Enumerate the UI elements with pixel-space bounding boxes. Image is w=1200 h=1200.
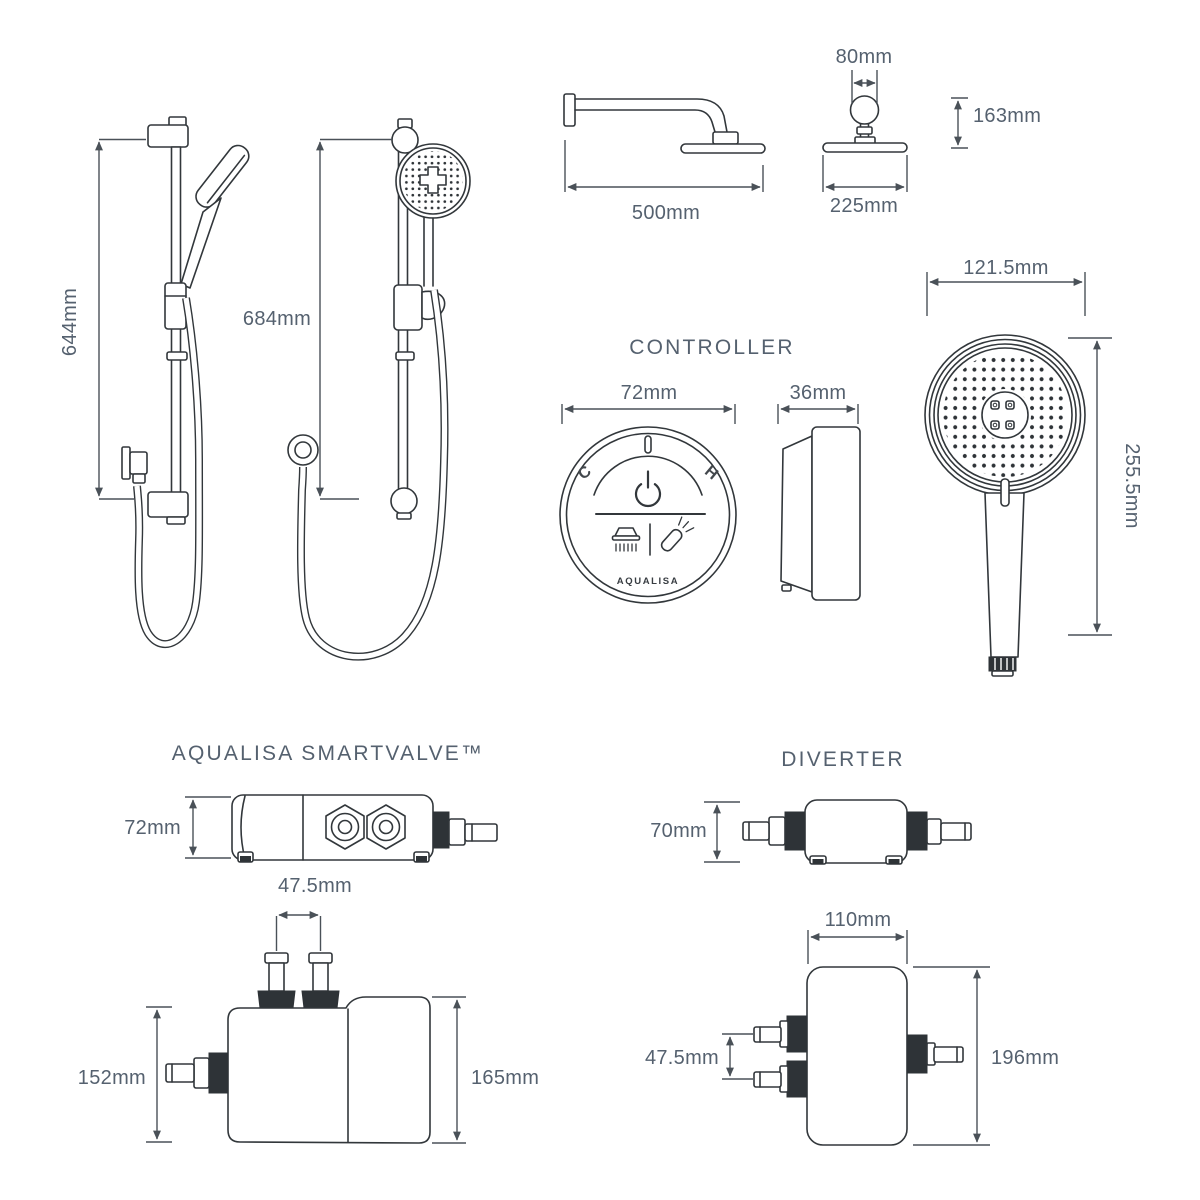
handset-width-label: 121.5mm	[963, 257, 1048, 279]
rail-front-height-label: 644mm	[59, 288, 81, 356]
smartvalve-height-label: 72mm	[124, 817, 181, 839]
controller-width-label: 72mm	[621, 382, 678, 404]
dim-overhead-arm-length: 500mm	[564, 140, 764, 224]
dim-handset-width: 121.5mm	[926, 257, 1086, 316]
hose	[296, 289, 449, 661]
dim-overhead-head-width: 225mm	[822, 155, 908, 217]
spray-nozzles	[990, 400, 1015, 430]
overhead-drop-height-label: 163mm	[973, 105, 1041, 127]
handset-head-front	[395, 143, 471, 287]
dim-handset-length: 255.5mm	[1068, 337, 1143, 636]
handset-view	[924, 334, 1086, 677]
dim-diverter-overall-height: 196mm	[913, 966, 1059, 1146]
smartvalve-overall-height-label: 165mm	[471, 1067, 539, 1089]
overhead-arm-length-label: 500mm	[632, 202, 700, 224]
dim-diverter-port-spacing: 47.5mm	[645, 1033, 753, 1080]
diverter-front-view	[753, 966, 964, 1146]
controller-side-view	[780, 426, 861, 601]
dim-controller-depth: 36mm	[777, 382, 859, 424]
dim-controller-width: 72mm	[561, 382, 736, 424]
inlet-nut	[325, 804, 365, 850]
diverter-top-view	[742, 799, 972, 865]
handle-end-cap	[988, 656, 1017, 677]
controller-depth-label: 36mm	[790, 382, 847, 404]
overhead-fitting-width-label: 80mm	[836, 46, 893, 68]
smartvalve-side-view	[165, 952, 431, 1144]
dim-overhead-fitting-width: 80mm	[836, 46, 893, 104]
dim-diverter-width: 110mm	[807, 909, 908, 964]
smartvalve-top-view	[231, 794, 498, 863]
smartvalve-title: AQUALISA SMARTVALVE™	[172, 742, 484, 765]
dim-diverter-height: 70mm	[650, 801, 740, 863]
diverter-port-spacing-label: 47.5mm	[645, 1047, 719, 1069]
diverter-title: DIVERTER	[781, 748, 904, 771]
dim-rail-side-height: 684mm	[243, 138, 392, 500]
overhead-shower-front-view	[563, 93, 766, 154]
slide-rail-front-view	[121, 116, 250, 649]
dim-smartvalve-inlet-spacing: 47.5mm	[275, 875, 352, 951]
fixed-head-icon	[611, 527, 641, 552]
diverter-width-label: 110mm	[825, 909, 892, 931]
handset-length-label: 255.5mm	[1121, 443, 1143, 528]
controller-hot-label: H	[701, 463, 721, 483]
handset-icon	[660, 516, 695, 552]
smartvalve-inlet-height-label: 152mm	[78, 1067, 146, 1089]
dim-smartvalve-height: 72mm	[124, 796, 231, 859]
smartvalve-inlet-spacing-label: 47.5mm	[278, 875, 352, 897]
controller-title: CONTROLLER	[629, 336, 795, 359]
diverter-height-label: 70mm	[650, 820, 707, 842]
dim-overhead-drop-height: 163mm	[951, 97, 1041, 149]
diverter-overall-height-label: 196mm	[991, 1047, 1059, 1069]
hose	[133, 297, 204, 649]
inlet-nut	[366, 804, 406, 850]
dim-rail-front-height: 644mm	[59, 138, 146, 500]
slide-rail-side-view	[287, 118, 471, 661]
overhead-head-width-label: 225mm	[830, 195, 898, 217]
controller-front-view: C H AQUALISA	[559, 426, 737, 604]
overhead-shower-side-view	[822, 95, 908, 153]
dim-smartvalve-inlet-height: 152mm	[78, 1006, 172, 1143]
rail-side-height-label: 684mm	[243, 308, 311, 330]
dim-smartvalve-overall-height: 165mm	[432, 996, 539, 1144]
controller-cold-label: C	[575, 463, 595, 484]
power-icon	[634, 470, 662, 508]
controller-brand-label: AQUALISA	[617, 576, 679, 587]
